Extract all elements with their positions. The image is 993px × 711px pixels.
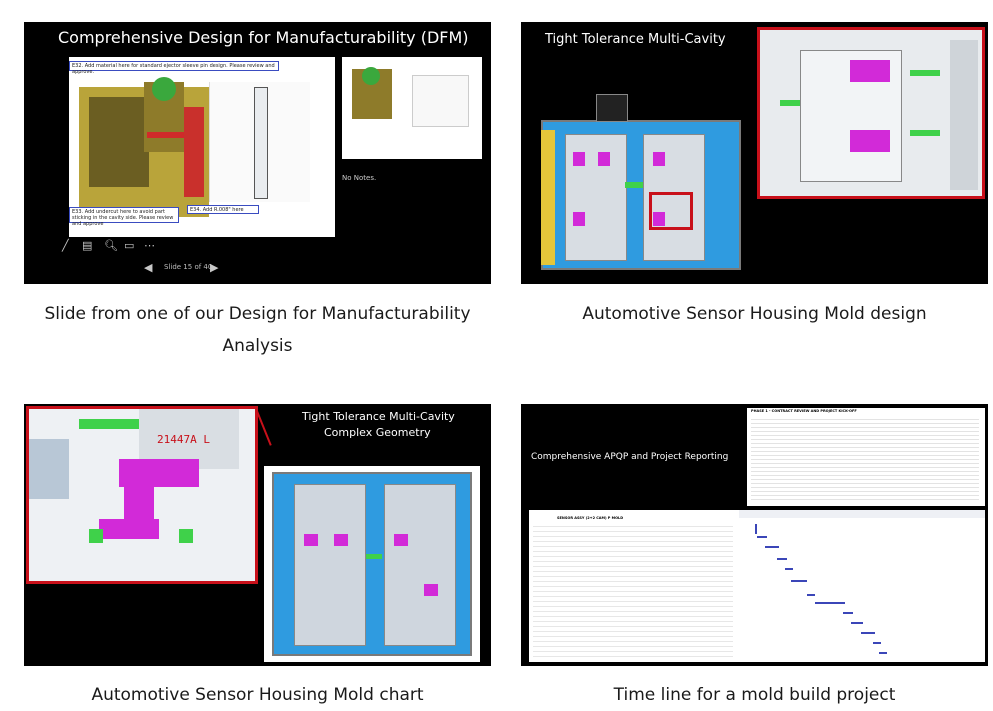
dfm-next-slide-thumb[interactable] [342,57,482,159]
mold-3d-view [541,120,741,270]
slide-counter: Slide 15 of 40 [164,263,213,271]
report-header: PHASE 1 - CONTRACT REVIEW AND PROJECT KI… [751,409,857,413]
slides-icon[interactable]: ▤ [82,239,93,252]
dfm-caption: Slide from one of our Design for Manufac… [24,298,491,362]
part-number-label: 21447A L [157,433,210,446]
dfm-side-text: No Notes. [342,174,377,182]
mold-design-title: Tight Tolerance Multi-Cavity [545,32,726,47]
mold-highlight-box [649,192,693,230]
monitor-icon[interactable]: ▭ [124,239,135,252]
dfm-caption-line1: Slide from one of our Design for Manufac… [44,304,471,324]
dfm-caption-line2: Analysis [222,336,293,356]
mold-chart-inset: 21447A L [26,406,258,584]
prev-icon[interactable]: ◀ [144,261,153,274]
timeline-title: Comprehensive APQP and Project Reporting [531,452,729,462]
mold-detail-inset [757,27,985,199]
mold-chart-3d-view [264,466,480,662]
dfm-main-slide: E32. Add material here for standard ejec… [69,57,335,237]
gantt-sheet: SENSOR ASSY (2+2 CAM) P MOLD [529,510,985,662]
dfm-slide-title: Comprehensive Design for Manufacturabili… [58,28,469,47]
mold-chart-caption: Automotive Sensor Housing Mold chart [91,685,424,705]
search-icon[interactable]: 🔍︎ [104,239,118,252]
pen-icon[interactable]: ╱ [62,239,69,252]
more-icon[interactable]: ⋯ [144,239,155,252]
mold-chart-tile: Tight Tolerance Multi-Cavity Complex Geo… [24,404,491,666]
dfm-note-e33: E33. Add undercut here to avoid part sti… [69,207,179,227]
mold-design-tile: Tight Tolerance Multi-Cavity [521,22,988,284]
dfm-note-e34: E34. Add R.008" here [187,205,259,214]
next-icon[interactable]: ▶ [210,261,219,274]
timeline-tile: Comprehensive APQP and Project Reporting… [521,404,988,666]
dfm-slide-tile: Comprehensive Design for Manufacturabili… [24,22,491,284]
timeline-caption: Time line for a mold build project [613,685,896,705]
mold-chart-title-line1: Tight Tolerance Multi-Cavity [302,410,455,423]
dfm-note-e32: E32. Add material here for standard ejec… [69,61,279,75]
mold-chart-title-line2: Complex Geometry [324,426,431,439]
gantt-task-header: SENSOR ASSY (2+2 CAM) P MOLD [557,516,624,520]
mold-design-caption: Automotive Sensor Housing Mold design [582,304,927,324]
apqp-report-sheet: PHASE 1 - CONTRACT REVIEW AND PROJECT KI… [747,408,985,506]
